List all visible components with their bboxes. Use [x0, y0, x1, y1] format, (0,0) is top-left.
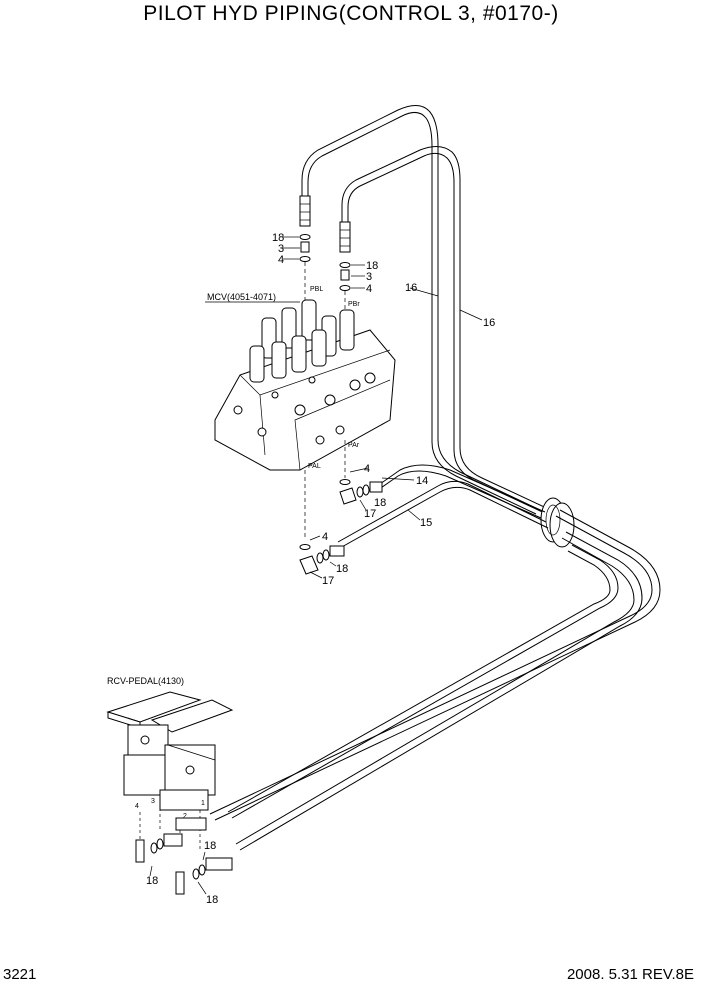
- callout-3-top-right: 3: [366, 271, 372, 283]
- callout-14: 14: [416, 475, 428, 487]
- fitting-pal: [299, 544, 345, 575]
- mcv-label: MCV(4051-4071): [207, 292, 276, 302]
- port-par-label: PAr: [348, 442, 360, 449]
- hose-end-fitting-right: [339, 221, 351, 253]
- pedal-port-2: 2: [183, 813, 187, 820]
- hose-clamp: [540, 497, 575, 548]
- port-pal-label: PAL: [308, 463, 321, 470]
- callout-15: 15: [420, 517, 432, 529]
- callout-4-par: 4: [364, 463, 370, 475]
- rcv-pedal: [106, 691, 234, 811]
- hose-end-fitting-left: [299, 195, 311, 227]
- callout-3-top-left: 3: [278, 243, 284, 255]
- callout-18-pedal-b: 18: [204, 840, 216, 852]
- hose-14: [377, 464, 546, 519]
- hose-15: [337, 480, 549, 549]
- callout-16-a: 16: [405, 282, 417, 294]
- page-title: PILOT HYD PIPING(CONTROL 3, #0170-): [143, 2, 559, 25]
- callout-4-top-right: 4: [366, 283, 372, 295]
- callout-18-pedal-a: 18: [146, 875, 158, 887]
- pedal-port-1: 1: [201, 800, 205, 807]
- callout-18-pal: 18: [336, 563, 348, 575]
- callout-4-top-left: 4: [278, 254, 284, 266]
- callout-17-par: 17: [364, 508, 376, 520]
- fitting-stack-pbr: [339, 262, 365, 310]
- callout-17-pal: 17: [322, 575, 334, 587]
- hose-16-inner: [341, 146, 556, 517]
- pedal-fittings: [135, 808, 233, 895]
- fitting-stack-pbl: [283, 234, 311, 300]
- callout-18-top-right: 18: [366, 260, 378, 272]
- callout-18-par: 18: [374, 497, 386, 509]
- fitting-par: [339, 479, 383, 505]
- hose-bundle-lower: [209, 509, 661, 851]
- pedal-port-3: 3: [151, 798, 155, 805]
- hose-16-outer: [301, 105, 541, 515]
- pedal-port-4: 4: [135, 803, 139, 810]
- main-control-valve: [214, 299, 396, 471]
- date-revision: 2008. 5.31 REV.8E: [566, 966, 694, 983]
- callout-16-b: 16: [483, 317, 495, 329]
- callout-18-pedal-c: 18: [206, 894, 218, 906]
- rcv-label: RCV-PEDAL(4130): [107, 676, 184, 686]
- port-pbr-label: PBr: [348, 301, 360, 308]
- page-number: 3221: [3, 966, 37, 983]
- callout-18-top-left: 18: [272, 232, 284, 244]
- callout-leaders: [149, 287, 483, 895]
- port-pbl-label: PBL: [310, 286, 323, 293]
- callout-4-pal: 4: [322, 531, 328, 543]
